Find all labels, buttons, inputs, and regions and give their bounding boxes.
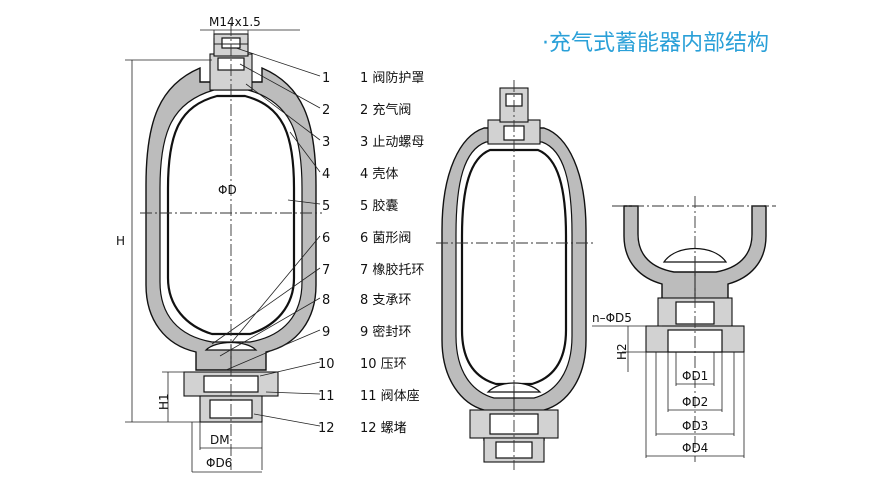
part-label-6: 6 菌形阀 — [360, 231, 411, 246]
part-num-12: 12 — [318, 421, 335, 436]
part-num-7: 7 — [322, 263, 330, 278]
dim-phiD2: ΦD2 — [682, 395, 708, 409]
part-label-5: 5 胶囊 — [360, 198, 398, 214]
part-label-12: 12 螺堵 — [360, 421, 407, 436]
dim-nD5: n–ΦD5 — [592, 311, 632, 325]
middle-bladder — [460, 148, 568, 386]
part-num-8: 8 — [322, 293, 330, 308]
middle-accumulator — [436, 80, 596, 470]
part-num-6: 6 — [322, 231, 330, 246]
part-label-4: 4 壳体 — [360, 167, 398, 182]
part-label-1: 1 阀防护罩 — [360, 70, 424, 86]
part-num-2: 2 — [322, 103, 330, 118]
dim-H1: H1 — [157, 393, 171, 410]
dim-m14: M14x1.5 — [209, 15, 261, 29]
left-dimensions: M14x1.5 H H1 ΦD DM ΦD6 — [116, 15, 300, 473]
parts-list: 1 1 阀防护罩 2 2 充气阀 3 3 止动螺母 4 4 壳体 5 5 胶囊 … — [318, 70, 424, 436]
part-num-11: 11 — [318, 389, 335, 404]
part-num-5: 5 — [322, 199, 330, 214]
part-label-8: 8 支承环 — [360, 293, 411, 308]
part-label-2: 2 充气阀 — [360, 102, 411, 118]
dim-phiD6: ΦD6 — [206, 456, 232, 470]
part-num-10: 10 — [318, 357, 335, 372]
right-mushroom-valve — [662, 247, 728, 263]
dim-H: H — [116, 234, 125, 248]
dim-phiD3: ΦD3 — [682, 419, 708, 433]
part-label-9: 9 密封环 — [360, 324, 411, 340]
left-bladder — [166, 94, 296, 336]
part-num-3: 3 — [322, 135, 330, 150]
part-label-7: 7 橡胶托环 — [360, 262, 424, 278]
part-label-3: 3 止动螺母 — [360, 135, 424, 150]
dim-H2: H2 — [615, 343, 629, 360]
dim-phiD1: ΦD1 — [682, 369, 708, 383]
dim-DM: DM — [210, 433, 230, 447]
part-num-1: 1 — [322, 71, 330, 86]
part-label-10: 10 压环 — [360, 357, 407, 372]
right-shell-piece — [623, 205, 767, 301]
left-accumulator — [140, 24, 322, 470]
part-label-11: 11 阀体座 — [360, 389, 420, 404]
part-num-4: 4 — [322, 167, 330, 182]
dim-phiD4: ΦD4 — [682, 441, 708, 455]
right-dimensions: n–ΦD5 H2 ΦD1 ΦD2 ΦD3 ΦD4 — [592, 311, 745, 458]
part-num-9: 9 — [322, 325, 330, 340]
dim-phiD: ΦD — [218, 183, 237, 197]
right-detail — [612, 196, 776, 462]
leader-lines — [211, 47, 321, 427]
diagram-title: ·充气式蓄能器内部结构 — [542, 31, 769, 56]
